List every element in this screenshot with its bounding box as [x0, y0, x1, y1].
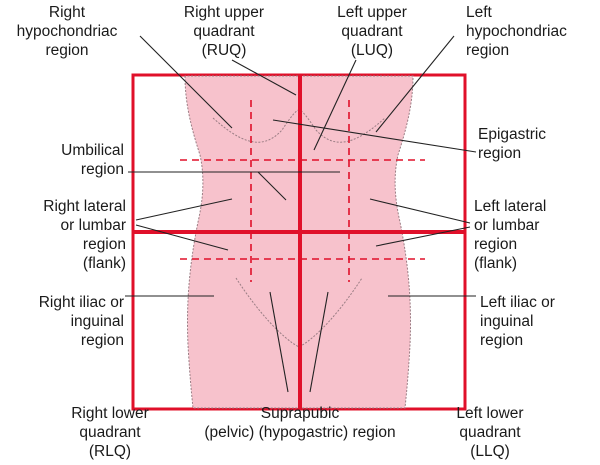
label-ruq: Right upper quadrant (RUQ) — [183, 4, 265, 59]
leader-epigastric — [272, 119, 477, 153]
label-umbilical: Umbilical region — [61, 142, 124, 178]
label-left-hypochondriac: Left hypochondriac region — [466, 4, 567, 59]
leader-right-hypochondriac — [139, 35, 233, 129]
leader-ruq-to-center — [257, 171, 287, 201]
label-suprapubic: Suprapubic (pelvic) (hypogastric) region — [204, 405, 396, 441]
label-rlq: Right lower quadrant (RLQ) — [71, 405, 149, 460]
label-epigastric: Epigastric region — [478, 126, 547, 162]
label-llq: Left lower quadrant (LLQ) — [456, 405, 524, 460]
label-left-iliac: Left iliac or inguinal region — [480, 294, 555, 349]
leader-suprapubic-right — [309, 291, 329, 393]
label-luq: Left upper quadrant (LUQ) — [337, 4, 407, 59]
leader-left-lumbar-b — [375, 226, 471, 247]
leader-luq — [313, 59, 357, 151]
label-right-hypochondriac: Right hypochondriac region — [16, 4, 118, 59]
label-left-lumbar: Left lateral or lumbar region (flank) — [474, 198, 547, 272]
leader-ruq — [231, 59, 297, 96]
label-right-iliac: Right iliac or inguinal region — [38, 294, 124, 349]
label-right-lumbar: Right lateral or lumbar region (flank) — [43, 198, 126, 272]
leader-left-hypochondriac — [375, 35, 455, 133]
leader-right-lumbar-a — [135, 198, 233, 221]
leader-suprapubic-left — [269, 291, 289, 393]
leader-right-lumbar-b — [135, 224, 229, 251]
leader-left-lumbar-a — [369, 198, 471, 224]
